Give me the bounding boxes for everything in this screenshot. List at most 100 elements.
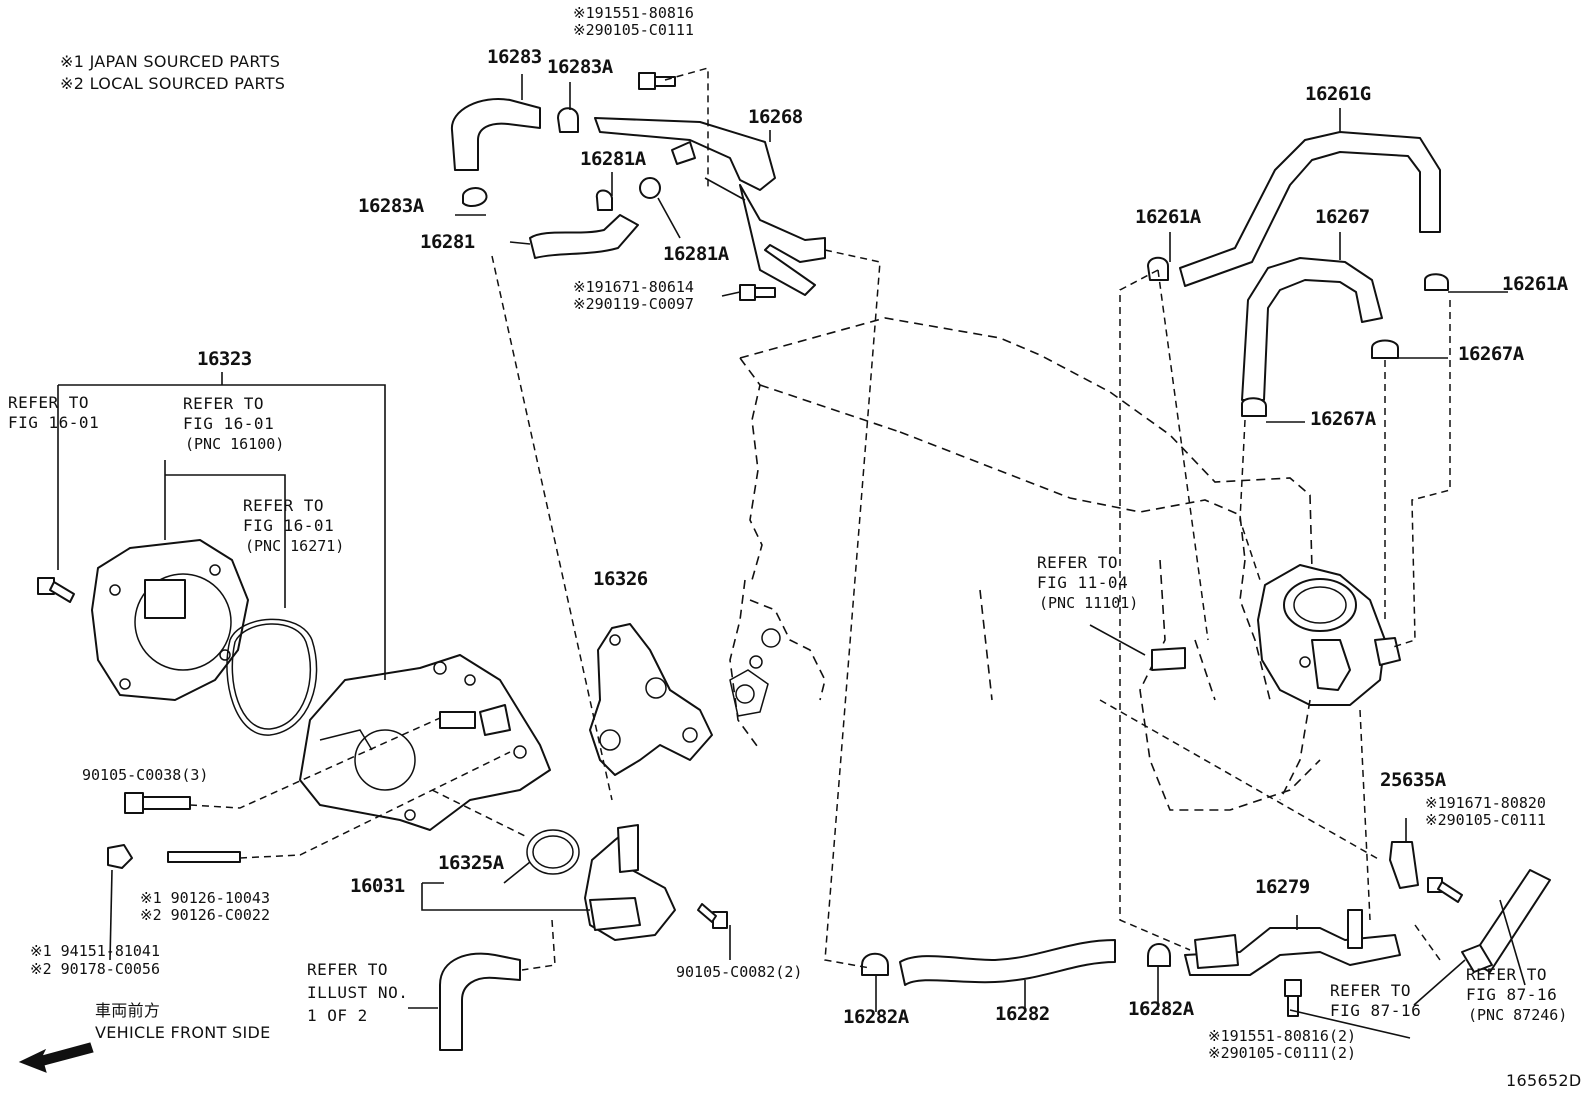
ref-fig16-01-c-line1: REFER TO — [243, 496, 325, 515]
hose-16283 — [450, 98, 541, 171]
clamp-16283A-left — [462, 187, 488, 207]
part-16267[interactable]: 16267 — [1315, 206, 1370, 228]
part-16261A-left[interactable]: 16261A — [1135, 206, 1201, 228]
gasket-16326 — [589, 623, 713, 776]
pipe-16279 — [1184, 909, 1401, 976]
bolt-90105-C0038 — [124, 792, 191, 814]
bolt-90105-C0038-label[interactable]: 90105-C0038(3) — [82, 766, 209, 784]
part-16282A-right[interactable]: 16282A — [1128, 998, 1194, 1020]
ref-fig11-04-line1: REFER TO — [1037, 553, 1119, 572]
clamp-16283A-top — [557, 107, 579, 133]
part-16261A-right[interactable]: 16261A — [1502, 273, 1568, 295]
ref-fig16-01-b-line2[interactable]: FIG 16-01 — [183, 414, 275, 433]
bolt-90105-C0082-label[interactable]: 90105-C0082(2) — [676, 963, 803, 981]
clamp-16282A-left — [861, 952, 889, 976]
water-inlet-16031 — [584, 824, 676, 941]
ref-fig87-16-a-line2[interactable]: FIG 87-16 — [1330, 1001, 1422, 1020]
direction-label-en: VEHICLE FRONT SIDE — [95, 1023, 271, 1042]
hose-16282 — [899, 939, 1116, 986]
part-16283A-left[interactable]: 16283A — [358, 195, 424, 217]
ref-fig16-01-b-pnc: (PNC 16100) — [185, 435, 285, 453]
hose-16281 — [529, 214, 639, 259]
stud-jp[interactable]: ※1 90126-10043 — [140, 889, 270, 907]
note-japan-sourced: ※1 JAPAN SOURCED PARTS — [60, 52, 281, 71]
water-pump — [299, 654, 551, 831]
clamps-right — [1147, 256, 1449, 417]
bolt-bracket — [1427, 877, 1463, 903]
clamp-16281A-a — [595, 189, 613, 211]
hose-ref-illust — [439, 952, 521, 1051]
ref-fig11-04-pnc: (PNC 11101) — [1039, 594, 1139, 612]
ref-illust-line3: 1 OF 2 — [307, 1006, 368, 1025]
bolt-top-local[interactable]: ※290105-C0111 — [573, 21, 694, 39]
ref-fig11-04-line2[interactable]: FIG 11-04 — [1037, 573, 1129, 592]
bolt-bottom-jp[interactable]: ※191551-80816(2) — [1208, 1027, 1357, 1045]
ref-fig16-01-a-line1: REFER TO — [8, 393, 90, 412]
clamp-16282A-right — [1147, 943, 1171, 967]
hose-16261G — [1179, 131, 1441, 287]
part-16279[interactable]: 16279 — [1255, 876, 1310, 898]
bolt-90105-C0082 — [697, 903, 728, 929]
hose-16267 — [1241, 257, 1383, 401]
engine-block-outline — [729, 317, 1321, 811]
ref-fig16-01-b-line1: REFER TO — [183, 394, 265, 413]
pipe-16268 — [594, 117, 826, 296]
bolt-bracket-local[interactable]: ※290105-C0111 — [1425, 811, 1546, 829]
bracket-25635A — [1389, 841, 1419, 889]
part-16325A[interactable]: 16325A — [438, 852, 504, 874]
bolt-bottom — [1284, 979, 1302, 1017]
arrow-left-down-icon — [18, 1042, 94, 1073]
bolt-top — [638, 72, 676, 90]
part-16282[interactable]: 16282 — [995, 1003, 1050, 1025]
part-16267A-left[interactable]: 16267A — [1310, 408, 1376, 430]
ref-fig16-01-c-pnc: (PNC 16271) — [245, 537, 345, 555]
note-local-sourced: ※2 LOCAL SOURCED PARTS — [60, 74, 286, 93]
diagram-id: 165652D — [1506, 1071, 1582, 1090]
part-16267A-right[interactable]: 16267A — [1458, 343, 1524, 365]
nut-jp[interactable]: ※1 94151-81041 — [30, 942, 160, 960]
intake-pipe — [1151, 647, 1311, 801]
part-16281A-top[interactable]: 16281A — [580, 148, 646, 170]
nut-94151 — [107, 844, 133, 869]
water-pump-cover — [91, 539, 249, 701]
part-16326[interactable]: 16326 — [593, 568, 648, 590]
throttle-body — [1257, 564, 1401, 706]
pump-gasket — [226, 618, 318, 736]
part-16268[interactable]: 16268 — [748, 106, 803, 128]
part-16282A-left[interactable]: 16282A — [843, 1006, 909, 1028]
stud-90126 — [167, 851, 241, 863]
part-16261G[interactable]: 16261G — [1305, 83, 1371, 105]
ref-fig16-01-c-line2[interactable]: FIG 16-01 — [243, 516, 335, 535]
bolt-mid — [739, 284, 776, 301]
ref-fig87-16-a-line1: REFER TO — [1330, 981, 1412, 1000]
dashed-connectors — [189, 67, 1451, 971]
ref-fig87-16-b-line1: REFER TO — [1466, 965, 1548, 984]
bolt-left-ref — [37, 577, 75, 603]
o-ring-16325A — [526, 829, 580, 875]
bolt-mid-local[interactable]: ※290119-C0097 — [573, 295, 694, 313]
ref-fig16-01-a-line2[interactable]: FIG 16-01 — [8, 413, 100, 432]
leader-lines — [57, 74, 1526, 1039]
clamp-16281A-b — [639, 177, 661, 199]
ref-fig87-16-b-pnc: (PNC 87246) — [1468, 1006, 1568, 1024]
bolt-mid-jp[interactable]: ※191671-80614 — [573, 278, 694, 296]
part-16281A-right[interactable]: 16281A — [663, 243, 729, 265]
part-25635A[interactable]: 25635A — [1380, 769, 1446, 791]
ref-fig87-16-b-line2[interactable]: FIG 87-16 — [1466, 985, 1558, 1004]
hose-ref-fig87 — [1461, 869, 1551, 973]
direction-label-jp: 車両前方 — [95, 1001, 161, 1020]
part-16283A-top[interactable]: 16283A — [547, 56, 613, 78]
bolt-top-jp[interactable]: ※191551-80816 — [573, 4, 694, 22]
bolt-bottom-local[interactable]: ※290105-C0111(2) — [1208, 1044, 1357, 1062]
ref-illust-line1: REFER TO — [307, 960, 389, 979]
part-16031[interactable]: 16031 — [350, 875, 405, 897]
stud-local[interactable]: ※2 90126-C0022 — [140, 906, 270, 924]
part-16283[interactable]: 16283 — [487, 46, 542, 68]
nut-local[interactable]: ※2 90178-C0056 — [30, 960, 160, 978]
part-16281[interactable]: 16281 — [420, 231, 475, 253]
part-16323[interactable]: 16323 — [197, 348, 252, 370]
ref-illust-line2[interactable]: ILLUST NO. — [307, 983, 409, 1002]
bolt-bracket-jp[interactable]: ※191671-80820 — [1425, 794, 1546, 812]
